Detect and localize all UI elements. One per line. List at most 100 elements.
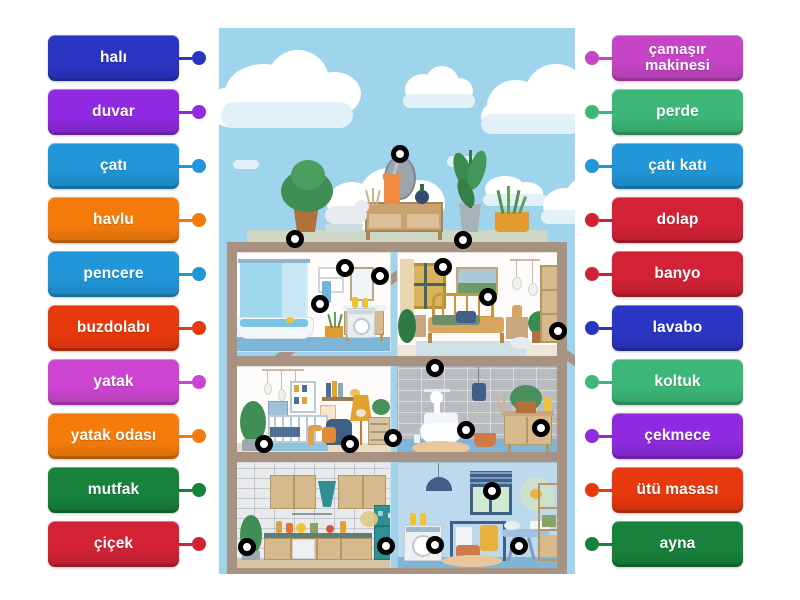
marker-attic-floor-left[interactable] [286, 230, 304, 248]
label-chip-perde[interactable]: perde [612, 89, 743, 135]
connector-dot-hali[interactable] [192, 51, 206, 65]
connector-line-mutfak [179, 488, 192, 492]
connector-dot-banyo[interactable] [585, 267, 599, 281]
kitchen-room[interactable] [233, 462, 391, 570]
connector-dot-yatak-odasi[interactable] [192, 429, 206, 443]
wc-basket [474, 433, 496, 447]
wc-pendant-light [472, 383, 486, 401]
connector-dot-pencere[interactable] [192, 267, 206, 281]
connector-dot-duvar[interactable] [192, 105, 206, 119]
attic-floor [247, 230, 547, 242]
marker-wc-toilet-rug[interactable] [457, 421, 475, 439]
connector-dot-koltuk[interactable] [585, 375, 599, 389]
marker-bathroom-mirror[interactable] [336, 259, 354, 277]
label-chip-pencere[interactable]: pencere [48, 251, 179, 297]
connector-dot-cekmece[interactable] [585, 429, 599, 443]
nursery-shelf [322, 397, 364, 401]
connector-dot-utu-masasi[interactable] [585, 483, 599, 497]
label-row-mutfak: mutfak [48, 467, 206, 513]
clothes-rack [450, 521, 506, 524]
label-chip-yatak-odasi[interactable]: yatak odası [48, 413, 179, 459]
connector-cekmece [585, 413, 612, 459]
label-row-pencere: pencere [48, 251, 206, 297]
marker-roof-peak[interactable] [391, 145, 409, 163]
connector-line-cati-kati [599, 164, 612, 168]
marker-nursery-dresser[interactable] [384, 429, 402, 447]
marker-bathroom-sink[interactable] [311, 295, 329, 313]
bedroom-room[interactable] [397, 252, 563, 362]
marker-laundry-washer[interactable] [426, 536, 444, 554]
floor-divider-3 [227, 452, 567, 462]
bedroom-pendant-1 [512, 277, 522, 290]
connector-pencere [179, 251, 206, 297]
label-chip-duvar[interactable]: duvar [48, 89, 179, 135]
marker-bathroom-wall[interactable] [371, 267, 389, 285]
label-chip-cati[interactable]: çatı [48, 143, 179, 189]
hanging-shirt [456, 527, 472, 549]
marker-kitchen-floor-left[interactable] [238, 538, 256, 556]
laundry-room[interactable] [397, 462, 563, 570]
label-chip-yatak[interactable]: yatak [48, 359, 179, 405]
connector-havlu [179, 197, 206, 243]
label-row-cati-kati: çatı katı [585, 143, 743, 189]
connector-dot-mutfak[interactable] [192, 483, 206, 497]
kitchen-oven[interactable] [292, 539, 315, 559]
connector-dot-lavabo[interactable] [585, 321, 599, 335]
marker-laundry-ironboard[interactable] [510, 537, 528, 555]
label-chip-dolap[interactable]: dolap [612, 197, 743, 243]
connector-line-perde [599, 110, 612, 114]
shower-curtain [282, 261, 308, 325]
hanging-apron [480, 525, 498, 551]
marker-kitchen-fridge[interactable] [377, 537, 395, 555]
label-chip-lavabo[interactable]: lavabo [612, 305, 743, 351]
label-chip-buzdolabi[interactable]: buzdolabı [48, 305, 179, 351]
label-chip-utu-masasi[interactable]: ütü masası [612, 467, 743, 513]
floor-divider-1 [227, 242, 567, 252]
marker-bedroom-bed[interactable] [479, 288, 497, 306]
connector-line-buzdolabi [179, 326, 192, 330]
kitchen-countertop [264, 533, 372, 538]
connector-dot-buzdolabi[interactable] [192, 321, 206, 335]
marker-wc-wall[interactable] [426, 359, 444, 377]
label-chip-cekmece[interactable]: çekmece [612, 413, 743, 459]
label-chip-mutfak[interactable]: mutfak [48, 467, 179, 513]
marker-bedroom-carpet[interactable] [549, 322, 567, 340]
label-chip-koltuk[interactable]: koltuk [612, 359, 743, 405]
connector-dot-cati[interactable] [192, 159, 206, 173]
connector-dot-cicek[interactable] [192, 537, 206, 551]
marker-nursery-floor[interactable] [255, 435, 273, 453]
kitchen-dried-flowers [360, 511, 378, 527]
toilet-rug [412, 441, 470, 455]
label-chip-banyo[interactable]: banyo [612, 251, 743, 297]
connector-dot-camasir-makinesi[interactable] [585, 51, 599, 65]
connector-line-dolap [599, 218, 612, 222]
connector-dot-cati-kati[interactable] [585, 159, 599, 173]
wc-room[interactable] [397, 366, 563, 458]
label-row-yatak-odasi: yatak odası [48, 413, 206, 459]
connector-dot-perde[interactable] [585, 105, 599, 119]
label-chip-ayna[interactable]: ayna [612, 521, 743, 567]
marker-attic-plant-right[interactable] [454, 231, 472, 249]
label-chip-hali[interactable]: halı [48, 35, 179, 81]
label-chip-havlu[interactable]: havlu [48, 197, 179, 243]
connector-dot-yatak[interactable] [192, 375, 206, 389]
connector-dot-ayna[interactable] [585, 537, 599, 551]
marker-wc-cabinet[interactable] [532, 419, 550, 437]
label-chip-cati-kati[interactable]: çatı katı [612, 143, 743, 189]
marker-bedroom-curtain[interactable] [434, 258, 452, 276]
connector-dot-dolap[interactable] [585, 213, 599, 227]
giraffe-toy [308, 427, 314, 445]
connector-yatak-odasi [179, 413, 206, 459]
connector-dot-havlu[interactable] [192, 213, 206, 227]
marker-laundry-window[interactable] [483, 482, 501, 500]
label-chip-cicek[interactable]: çiçek [48, 521, 179, 567]
marker-nursery-armchair[interactable] [341, 435, 359, 453]
connector-duvar [179, 89, 206, 135]
kitchen-lower-cabinets[interactable] [264, 538, 372, 560]
connector-line-cati [179, 164, 192, 168]
laundry-pendant-lamp [426, 477, 452, 491]
connector-lavabo [585, 305, 612, 351]
label-chip-camasir-makinesi[interactable]: çamaşır makinesi [612, 35, 743, 81]
house-illustration [219, 28, 575, 574]
ironing-board[interactable] [502, 529, 550, 537]
